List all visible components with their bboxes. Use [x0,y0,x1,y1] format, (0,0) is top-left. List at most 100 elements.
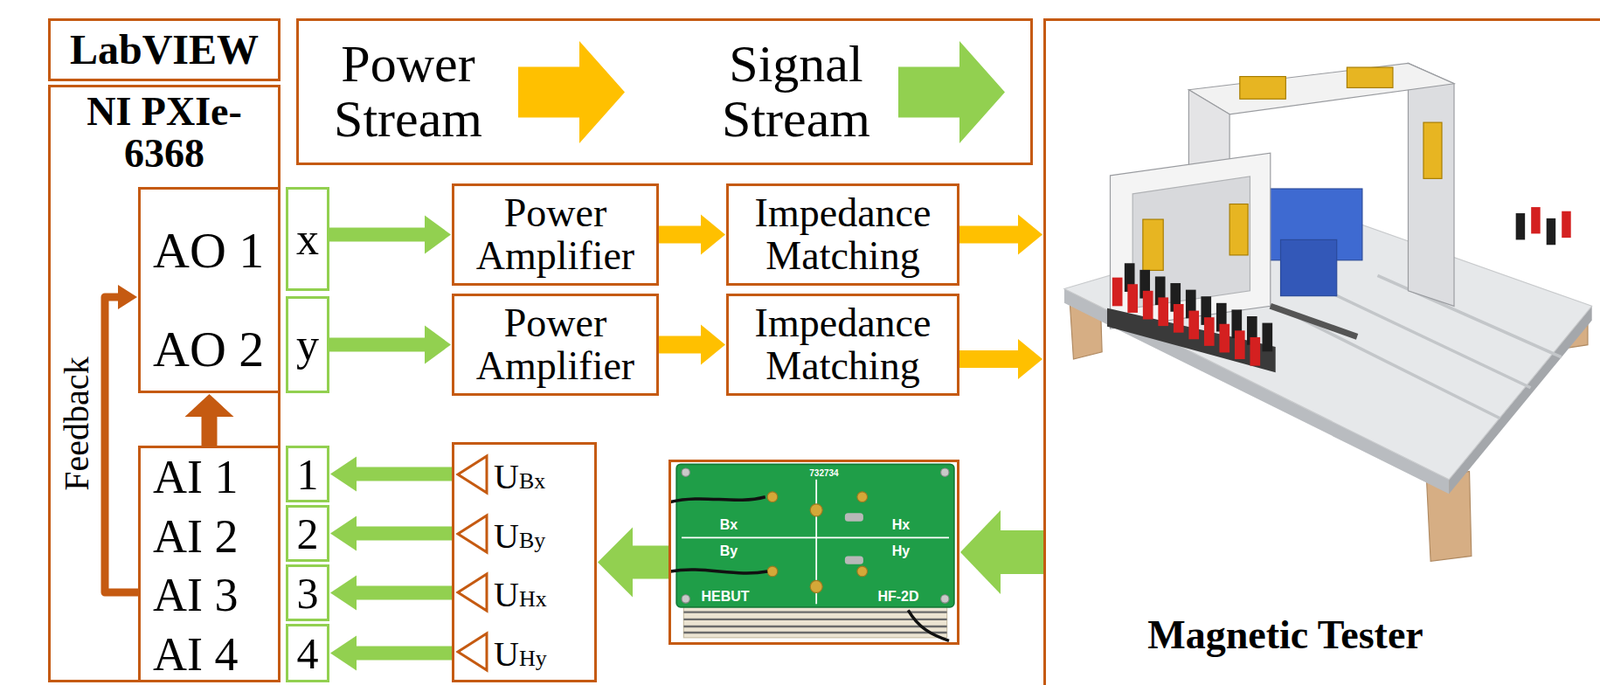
board-marking: Hy [892,544,910,560]
sensor-board-photo [941,595,949,603]
channel-label: AI 4 [152,630,238,680]
preamp-box: UBxUByUHxUHy [451,442,597,683]
sensor-board-photo [810,580,823,593]
board-marking: 732734 [809,469,839,479]
sensor-board-photo [681,595,690,603]
software-box: LabVIEW [48,18,281,82]
feedback-arrow [104,297,139,593]
channel-label: AO 1 [152,224,264,278]
sensor-board-photo [683,631,947,634]
sensor-board-photo [670,464,955,641]
magnetic-tester-illustration [1407,62,1455,306]
channel-number-box: 4 [285,623,330,683]
callout-number: 2 [297,512,319,556]
signal-name: UHx [493,576,548,614]
flow-arrow [355,586,452,601]
process-label: Impedance Matching [732,302,954,388]
process-label: Impedance Matching [732,192,954,278]
magnetic-tester-illustration [1107,308,1276,374]
magnetic-tester-illustration [1377,275,1561,357]
sensor-board-photo [845,555,864,564]
legend-swatch [518,41,625,144]
sensor-board-photo [810,504,823,517]
legend-label: Power Stream [333,36,483,147]
sensor-board-photo [683,625,947,628]
amplifier-symbol [457,633,487,671]
sensor-board-photo [681,537,949,540]
magnetic-tester-illustration [1219,324,1230,354]
magnetic-tester-illustration [1129,263,1268,352]
magnetic-tester-illustration [1546,218,1557,245]
magnetic-tester-illustration [1188,311,1199,340]
magnetic-tester-illustration [1064,62,1593,562]
sensor-board-photo [767,566,778,577]
board-marking: By [720,544,738,560]
magnetic-tester-illustration [1530,207,1541,234]
magnetic-tester-illustration [1173,304,1185,333]
amplifier-symbol [457,574,487,611]
impedance-box: Impedance Matching [726,293,960,396]
magnetic-tester-illustration [1142,219,1164,271]
tester-box: Magnetic Tester [1043,18,1600,685]
flow-arrow [329,228,426,243]
board-marking: HEBUT [700,589,749,605]
flow-arrow [355,467,452,482]
device-label: NI PXIe-6368 [62,90,266,176]
amplifier-box: Power Amplifier [451,293,659,396]
flow-arrow [355,646,452,661]
flow-arrow [631,546,669,580]
board-marking: Hx [892,518,910,534]
signal-name: UBy [493,518,546,555]
signal-name: UBx [493,458,546,496]
channel-number-box: 1 [285,445,330,503]
magnetic-tester-illustration [1261,323,1273,353]
callout-number: 1 [297,452,319,497]
channel-number-box: 2 [285,505,330,562]
magnetic-tester-illustration [1516,213,1526,240]
magnetic-tester-illustration [1127,283,1138,313]
legend-arrow [898,41,1005,144]
magnetic-tester-illustration [1112,277,1123,307]
impedance-box: Impedance Matching [726,183,960,286]
magnetic-tester-illustration [1326,290,1531,388]
magnetic-tester-illustration [1188,62,1455,114]
sensor-board-photo [857,566,868,577]
edge-label: Feedback [59,354,95,492]
board-marking: Bx [720,518,738,534]
magnetic-tester-illustration [1561,211,1572,238]
sensor-board-photo [683,618,947,621]
axis-box: y [285,296,330,394]
magnetic-tester-illustration [1249,337,1261,367]
legend-swatch [898,41,1005,144]
magnetic-tester-illustration [1132,176,1250,309]
legend-label: Signal Stream [721,36,871,147]
magnetic-tester-illustration [1142,290,1154,320]
flow-arrow [959,350,1019,368]
magnetic-tester-illustration [1423,122,1442,179]
sensor-board-photo [767,491,778,503]
process-label: Power Amplifier [457,302,653,388]
sensor-board-photo [676,464,955,607]
channel-label: AO 2 [152,323,264,377]
callout-number: 3 [297,571,319,616]
magnetic-tester-illustration [1229,204,1248,256]
magnetic-tester-illustration [1270,305,1358,337]
sensor-box: 732734BxBy HxHyHEBUT HF-2D [668,459,960,645]
software-label: LabVIEW [69,27,259,72]
board-marking: HF-2D [877,589,919,605]
flow-arrow [658,226,702,244]
magnetic-tester-illustration [1064,212,1593,480]
legend-box: Power Stream Signal Stream [296,18,1033,166]
sensor-board-photo [845,512,864,521]
channel-number-box: 3 [285,564,330,622]
legend-arrow [518,41,625,144]
magnetic-tester-illustration [1281,239,1337,296]
amplifier-symbol [457,456,487,493]
sensor-board-photo [670,497,766,503]
magnetic-tester-illustration [1117,277,1256,367]
magnetic-tester-illustration [1157,297,1169,326]
flow-arrow [329,338,426,353]
flow-arrow [959,226,1019,244]
magnetic-tester-illustration [1346,67,1393,88]
